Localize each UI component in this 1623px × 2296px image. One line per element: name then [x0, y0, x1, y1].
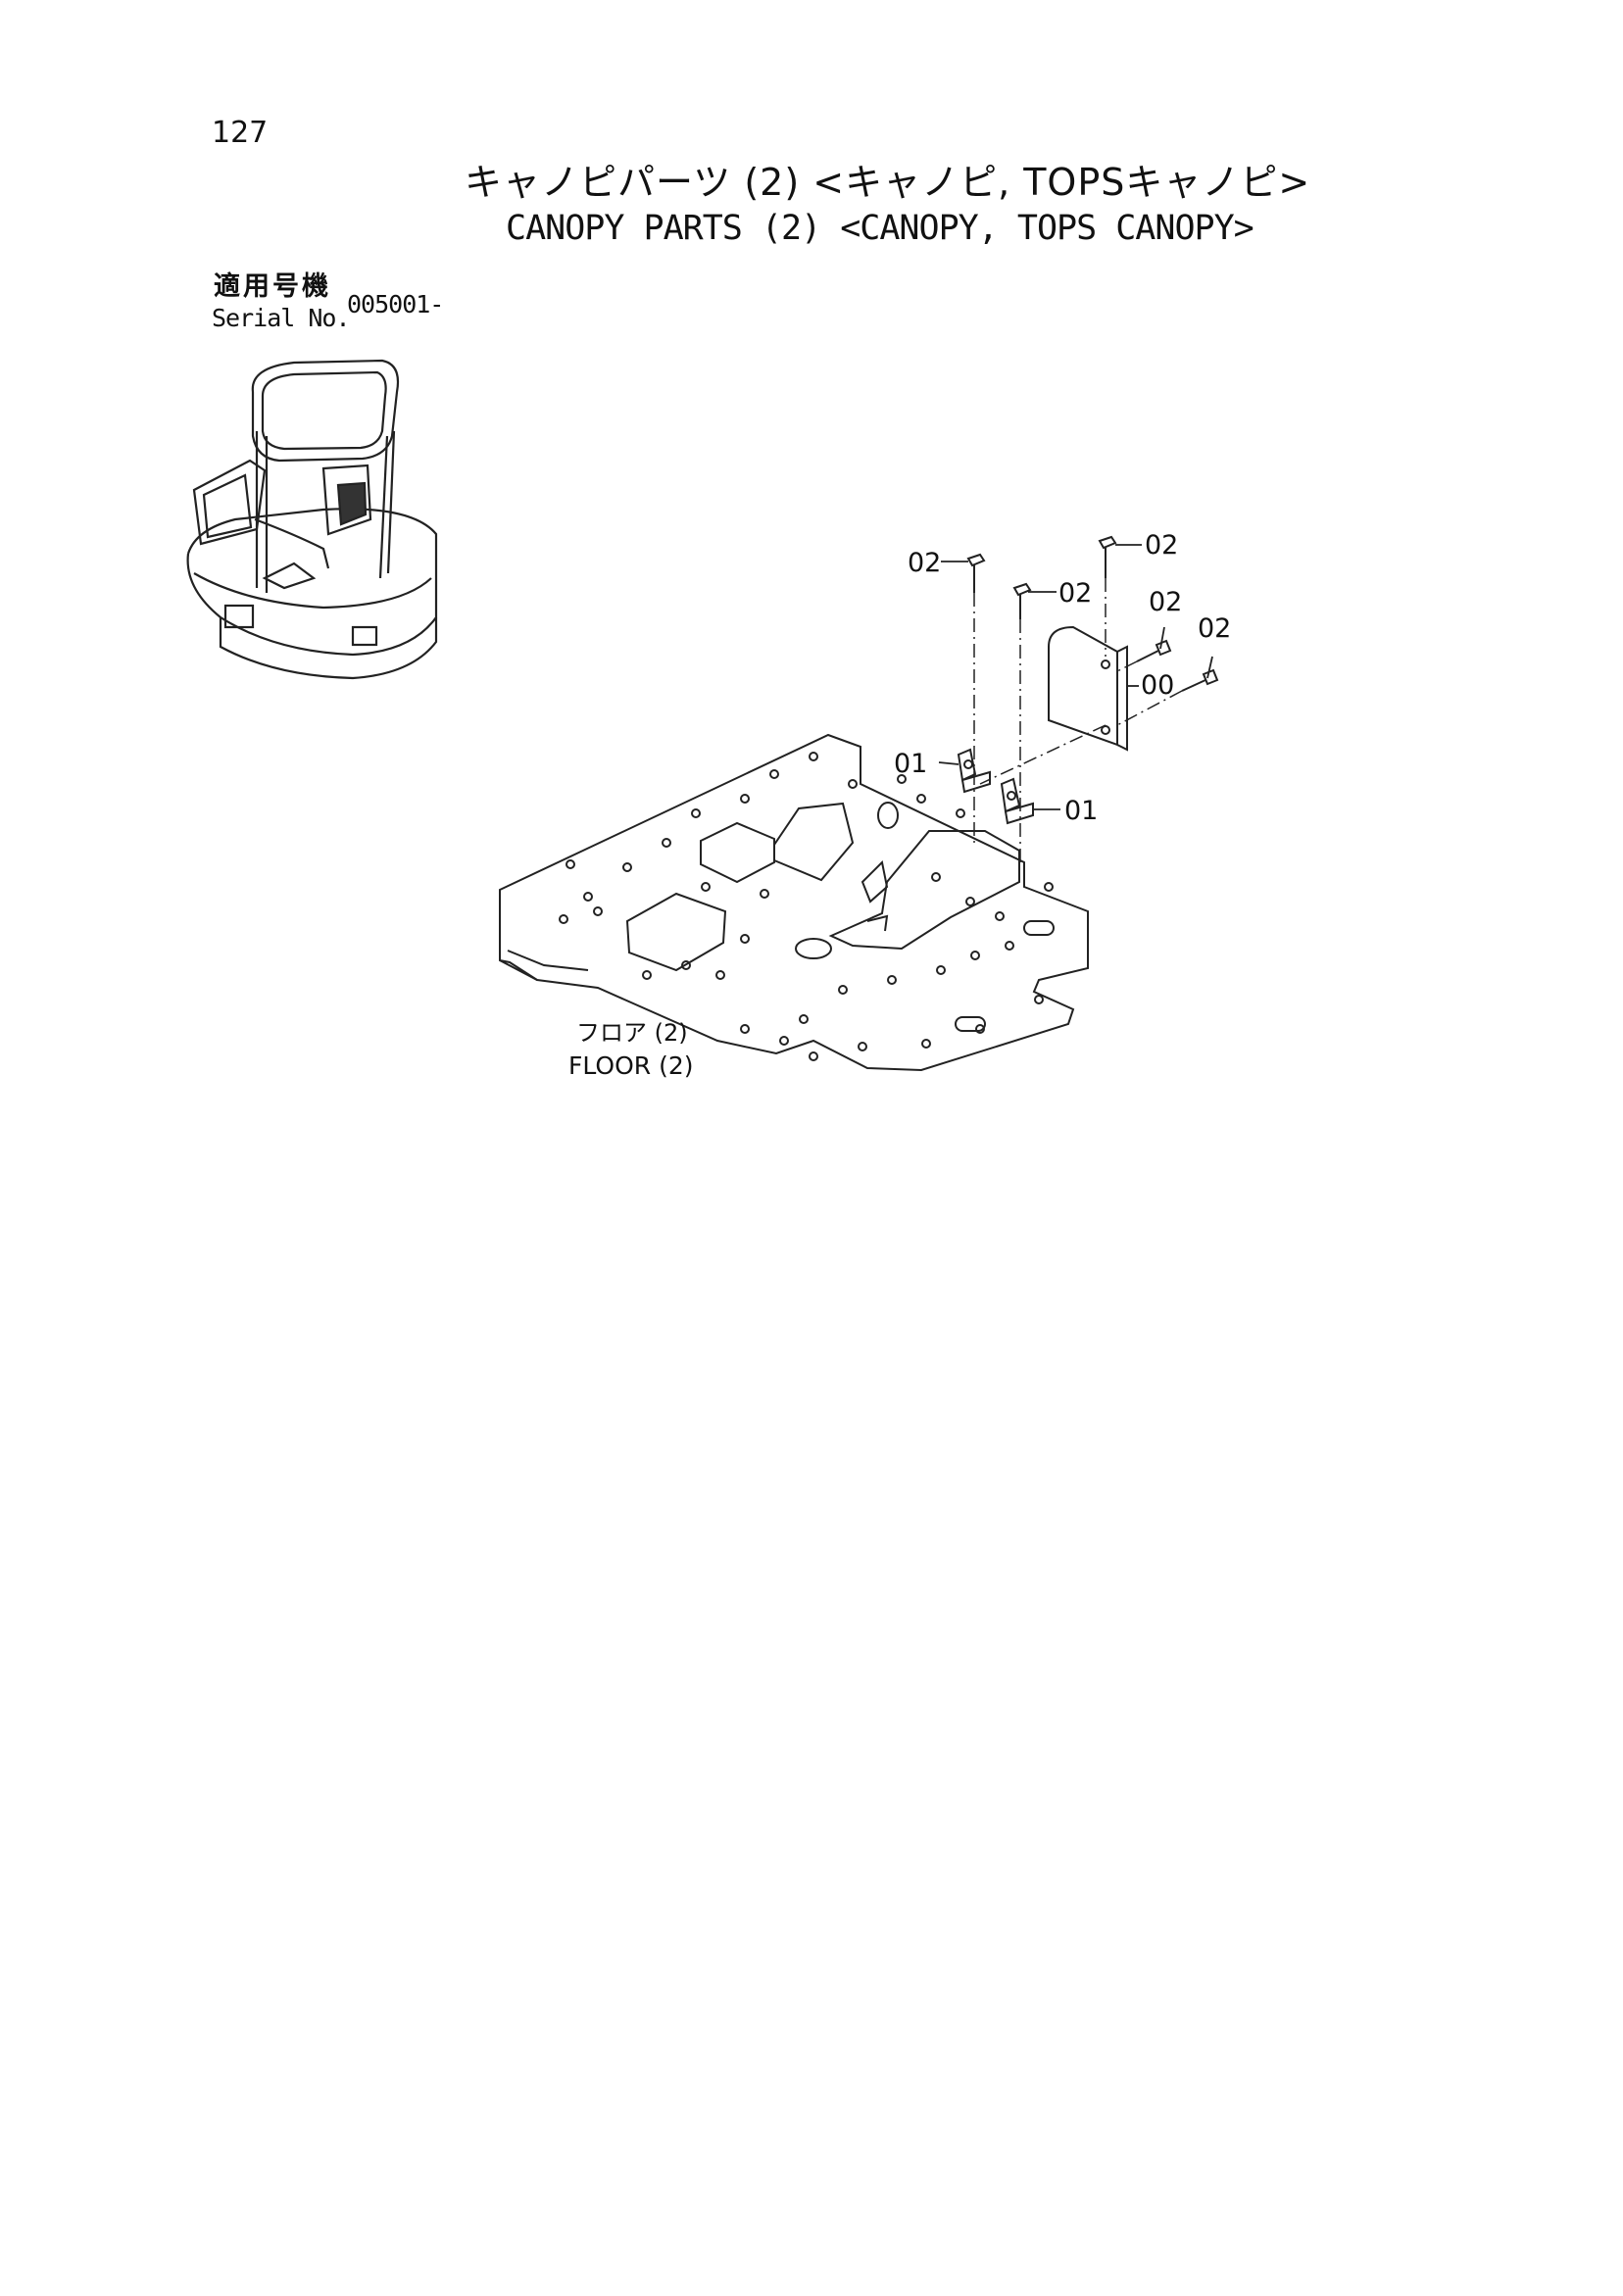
bolt-02-c — [1098, 535, 1117, 578]
callout-00: 00 — [1141, 670, 1174, 701]
serial-label-jp: 適用号機 — [214, 271, 331, 302]
bolt-02-e — [1181, 668, 1219, 692]
serial-label-en: Serial No. — [212, 304, 351, 332]
bolt-02-a — [966, 553, 986, 593]
callout-02: 02 — [1149, 587, 1182, 617]
page-title-en: CANOPY PARTS (2) <CANOPY, TOPS CANOPY> — [506, 209, 1254, 248]
page-number: 127 — [212, 116, 269, 150]
callout-01: 01 — [894, 749, 927, 779]
bracket-01-right — [1000, 777, 1034, 825]
floor-label-jp: フロア (2) — [576, 1019, 688, 1047]
bracket-01-left — [957, 748, 991, 794]
callout-02: 02 — [908, 548, 941, 578]
plate-00 — [1048, 625, 1128, 752]
callout-02: 02 — [1145, 530, 1178, 561]
callout-02: 02 — [1198, 613, 1231, 644]
machine-overview-image — [186, 359, 438, 680]
assembly-lines — [973, 578, 1183, 867]
leader-lines — [938, 544, 1213, 810]
serial-number: 005001- — [347, 290, 444, 318]
bolt-02-d — [1136, 639, 1172, 662]
floor-label-en: FLOOR (2) — [568, 1051, 694, 1080]
floor-plate — [499, 733, 1089, 1072]
bolt-02-b — [1012, 582, 1032, 619]
callout-02: 02 — [1058, 578, 1092, 609]
page-title-jp: キャノピパーツ (2) <キャノピ, TOPSキャノピ> — [465, 161, 1311, 204]
callout-01: 01 — [1064, 796, 1098, 826]
